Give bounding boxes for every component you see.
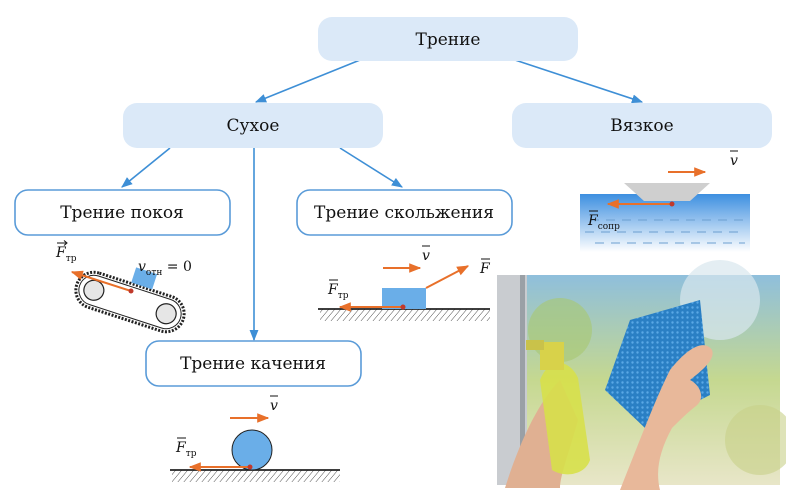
static-friction-arrow <box>70 270 132 292</box>
node-root-label: Трение <box>415 30 480 50</box>
cleaning-hand <box>620 345 713 490</box>
sliding-friction-illustration: v F Fтр <box>318 245 491 321</box>
edge-dry-sliding <box>339 147 403 188</box>
window-cleaning-photo <box>497 260 786 490</box>
node-static: Трение покоя <box>14 189 231 236</box>
spray-bottle <box>540 362 590 475</box>
node-sliding-label: Трение скольжения <box>314 203 494 223</box>
rolling-velocity-label: v <box>270 398 278 414</box>
boat-hull <box>624 183 710 201</box>
node-rolling: Трение качения <box>145 340 362 387</box>
edge-dry-static <box>121 147 171 188</box>
node-sliding: Трение скольжения <box>296 189 513 236</box>
rolling-friction-illustration: v Fтр <box>170 395 340 482</box>
static-friction-label: Fтр <box>55 245 77 264</box>
node-viscous-label: Вязкое <box>610 116 673 136</box>
boat-velocity-label: v <box>730 153 738 169</box>
edge-root-viscous <box>514 59 644 104</box>
static-block <box>131 267 158 290</box>
node-viscous: Вязкое <box>512 103 772 148</box>
edge-root-dry <box>254 59 361 103</box>
node-static-label: Трение покоя <box>60 203 184 223</box>
sliding-friction-label: Fтр <box>327 282 349 301</box>
tree-edges <box>121 59 644 342</box>
node-dry: Сухое <box>123 103 383 148</box>
applied-force-arrow <box>425 265 470 289</box>
viscous-friction-illustration: v Fсопр <box>580 150 750 252</box>
rolling-ground-hatch <box>172 470 340 482</box>
resistance-force-label: Fсопр <box>587 213 620 232</box>
node-rolling-label: Трение качения <box>180 354 326 374</box>
static-friction-illustration: Fтр vотн = 0 <box>55 240 192 334</box>
node-root: Трение <box>318 17 578 61</box>
node-dry-label: Сухое <box>227 116 280 136</box>
rolling-wheel <box>231 429 273 471</box>
rolling-friction-label: Fтр <box>175 440 197 459</box>
water-waves <box>585 219 745 244</box>
relative-velocity-label: vотн = 0 <box>138 259 192 278</box>
sliding-ground-hatch <box>320 309 490 321</box>
applied-force-label: F <box>479 261 491 277</box>
sliding-velocity-label: v <box>422 248 430 264</box>
sliding-block <box>382 288 426 309</box>
conveyor-roller-right <box>155 303 177 325</box>
